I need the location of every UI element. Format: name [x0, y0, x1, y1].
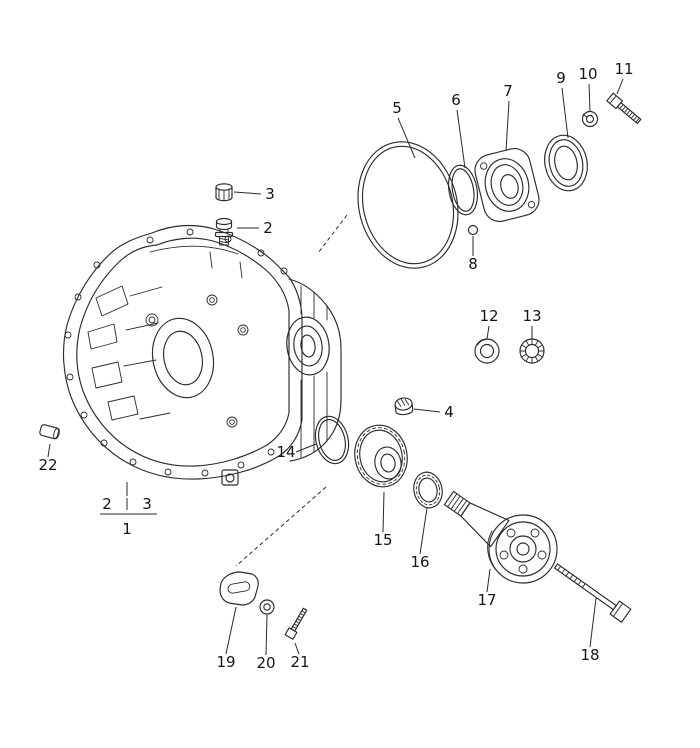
- part-label-17-15: 17: [477, 591, 496, 609]
- part-label-4-11: 4: [444, 403, 454, 421]
- leader-line-19: [294, 642, 300, 655]
- retainer-plate-part19: [219, 571, 259, 606]
- bolt-part18: [553, 563, 632, 623]
- part-label-19-17: 19: [216, 653, 235, 671]
- housing-flange-line: [149, 245, 239, 255]
- oring-part14: [314, 415, 350, 465]
- screw-plug-part4: [394, 397, 414, 416]
- vent-valve-part2: [214, 217, 234, 246]
- housing-bolt-holes: [64, 228, 288, 477]
- leader-line-14: [419, 507, 428, 555]
- dashed-line-1: [235, 486, 327, 567]
- housing-central-bore: [151, 317, 215, 399]
- leader-line-0: [397, 117, 416, 159]
- bearing-race-part16: [413, 471, 443, 509]
- bolt-part11: [606, 92, 642, 125]
- leader-line-4: [588, 83, 591, 112]
- part-label-3-7: 3: [265, 185, 275, 203]
- leader-line-7: [233, 191, 262, 195]
- housing-bosses: [145, 294, 249, 428]
- part-label-8-6: 8: [468, 255, 478, 273]
- leader-line-1: [456, 109, 466, 169]
- needle-bearing-part13: [519, 338, 545, 364]
- seal-ring-part9: [544, 134, 588, 192]
- part-label-10-4: 10: [578, 65, 597, 83]
- housing-inner-contour: [76, 237, 290, 467]
- plug-part3: [215, 183, 233, 202]
- part-label-6-1: 6: [451, 91, 461, 109]
- part-label-2-8: 2: [263, 219, 273, 237]
- part-label-15-13: 15: [373, 531, 392, 549]
- part-label-20-18: 20: [256, 654, 275, 672]
- leader-lines: [47, 78, 624, 656]
- joint-flange-part17: [443, 490, 558, 584]
- part-label-13-10: 13: [522, 307, 541, 325]
- part-label-22-20: 22: [38, 456, 57, 474]
- part-label-3-23: 3: [142, 495, 152, 513]
- part-label-7-2: 7: [503, 82, 513, 100]
- extension-ribs: [300, 285, 328, 458]
- part-label-1-21: 1: [122, 520, 132, 538]
- leader-line-18: [265, 614, 268, 656]
- housing-rib-lines: [123, 251, 243, 420]
- leader-line-20: [47, 443, 51, 458]
- guide-sleeve-part15: [354, 424, 408, 488]
- oring-part6: [447, 164, 479, 216]
- dowel-pin-part22: [39, 424, 60, 440]
- housing-extension: [288, 278, 342, 462]
- part-label-12-9: 12: [479, 307, 498, 325]
- part-label-5-0: 5: [392, 99, 402, 117]
- housing-outer-contour: [62, 224, 303, 480]
- dashed-reference-lines: [235, 214, 348, 567]
- screw-part21: [284, 607, 308, 640]
- leader-line-12: [295, 443, 317, 453]
- leader-line-2: [505, 100, 510, 152]
- oring-large-part5: [357, 141, 459, 269]
- washer-part20: [259, 599, 275, 615]
- part-label-18-16: 18: [580, 646, 599, 664]
- dashed-line-0: [317, 214, 348, 254]
- part-label-16-14: 16: [410, 553, 429, 571]
- part-label-21-19: 21: [290, 653, 309, 671]
- leader-line-13: [382, 491, 385, 533]
- leader-line-15: [486, 568, 491, 593]
- transmission-housing: [62, 224, 342, 486]
- bushing-part12: [474, 338, 500, 364]
- leader-line-16: [589, 597, 597, 648]
- extension-bore: [286, 316, 330, 376]
- flange-bolt-holes: [499, 528, 547, 574]
- part-label-2-22: 2: [102, 495, 112, 513]
- leader-line-5: [616, 78, 624, 95]
- part-label-9-3: 9: [556, 69, 566, 87]
- leader-line-3: [561, 87, 569, 139]
- lock-washer-part10: [581, 110, 599, 128]
- seal-flange-part7: [474, 148, 540, 222]
- leader-line-17: [225, 606, 237, 655]
- leader-line-9: [486, 325, 490, 340]
- ball-part8: [467, 224, 479, 236]
- housing-drain-boss: [221, 469, 239, 486]
- part-label-14-12: 14: [276, 443, 295, 461]
- leader-line-11: [413, 408, 441, 413]
- housing-rib-windows: [87, 285, 139, 421]
- part-label-11-5: 11: [614, 60, 633, 78]
